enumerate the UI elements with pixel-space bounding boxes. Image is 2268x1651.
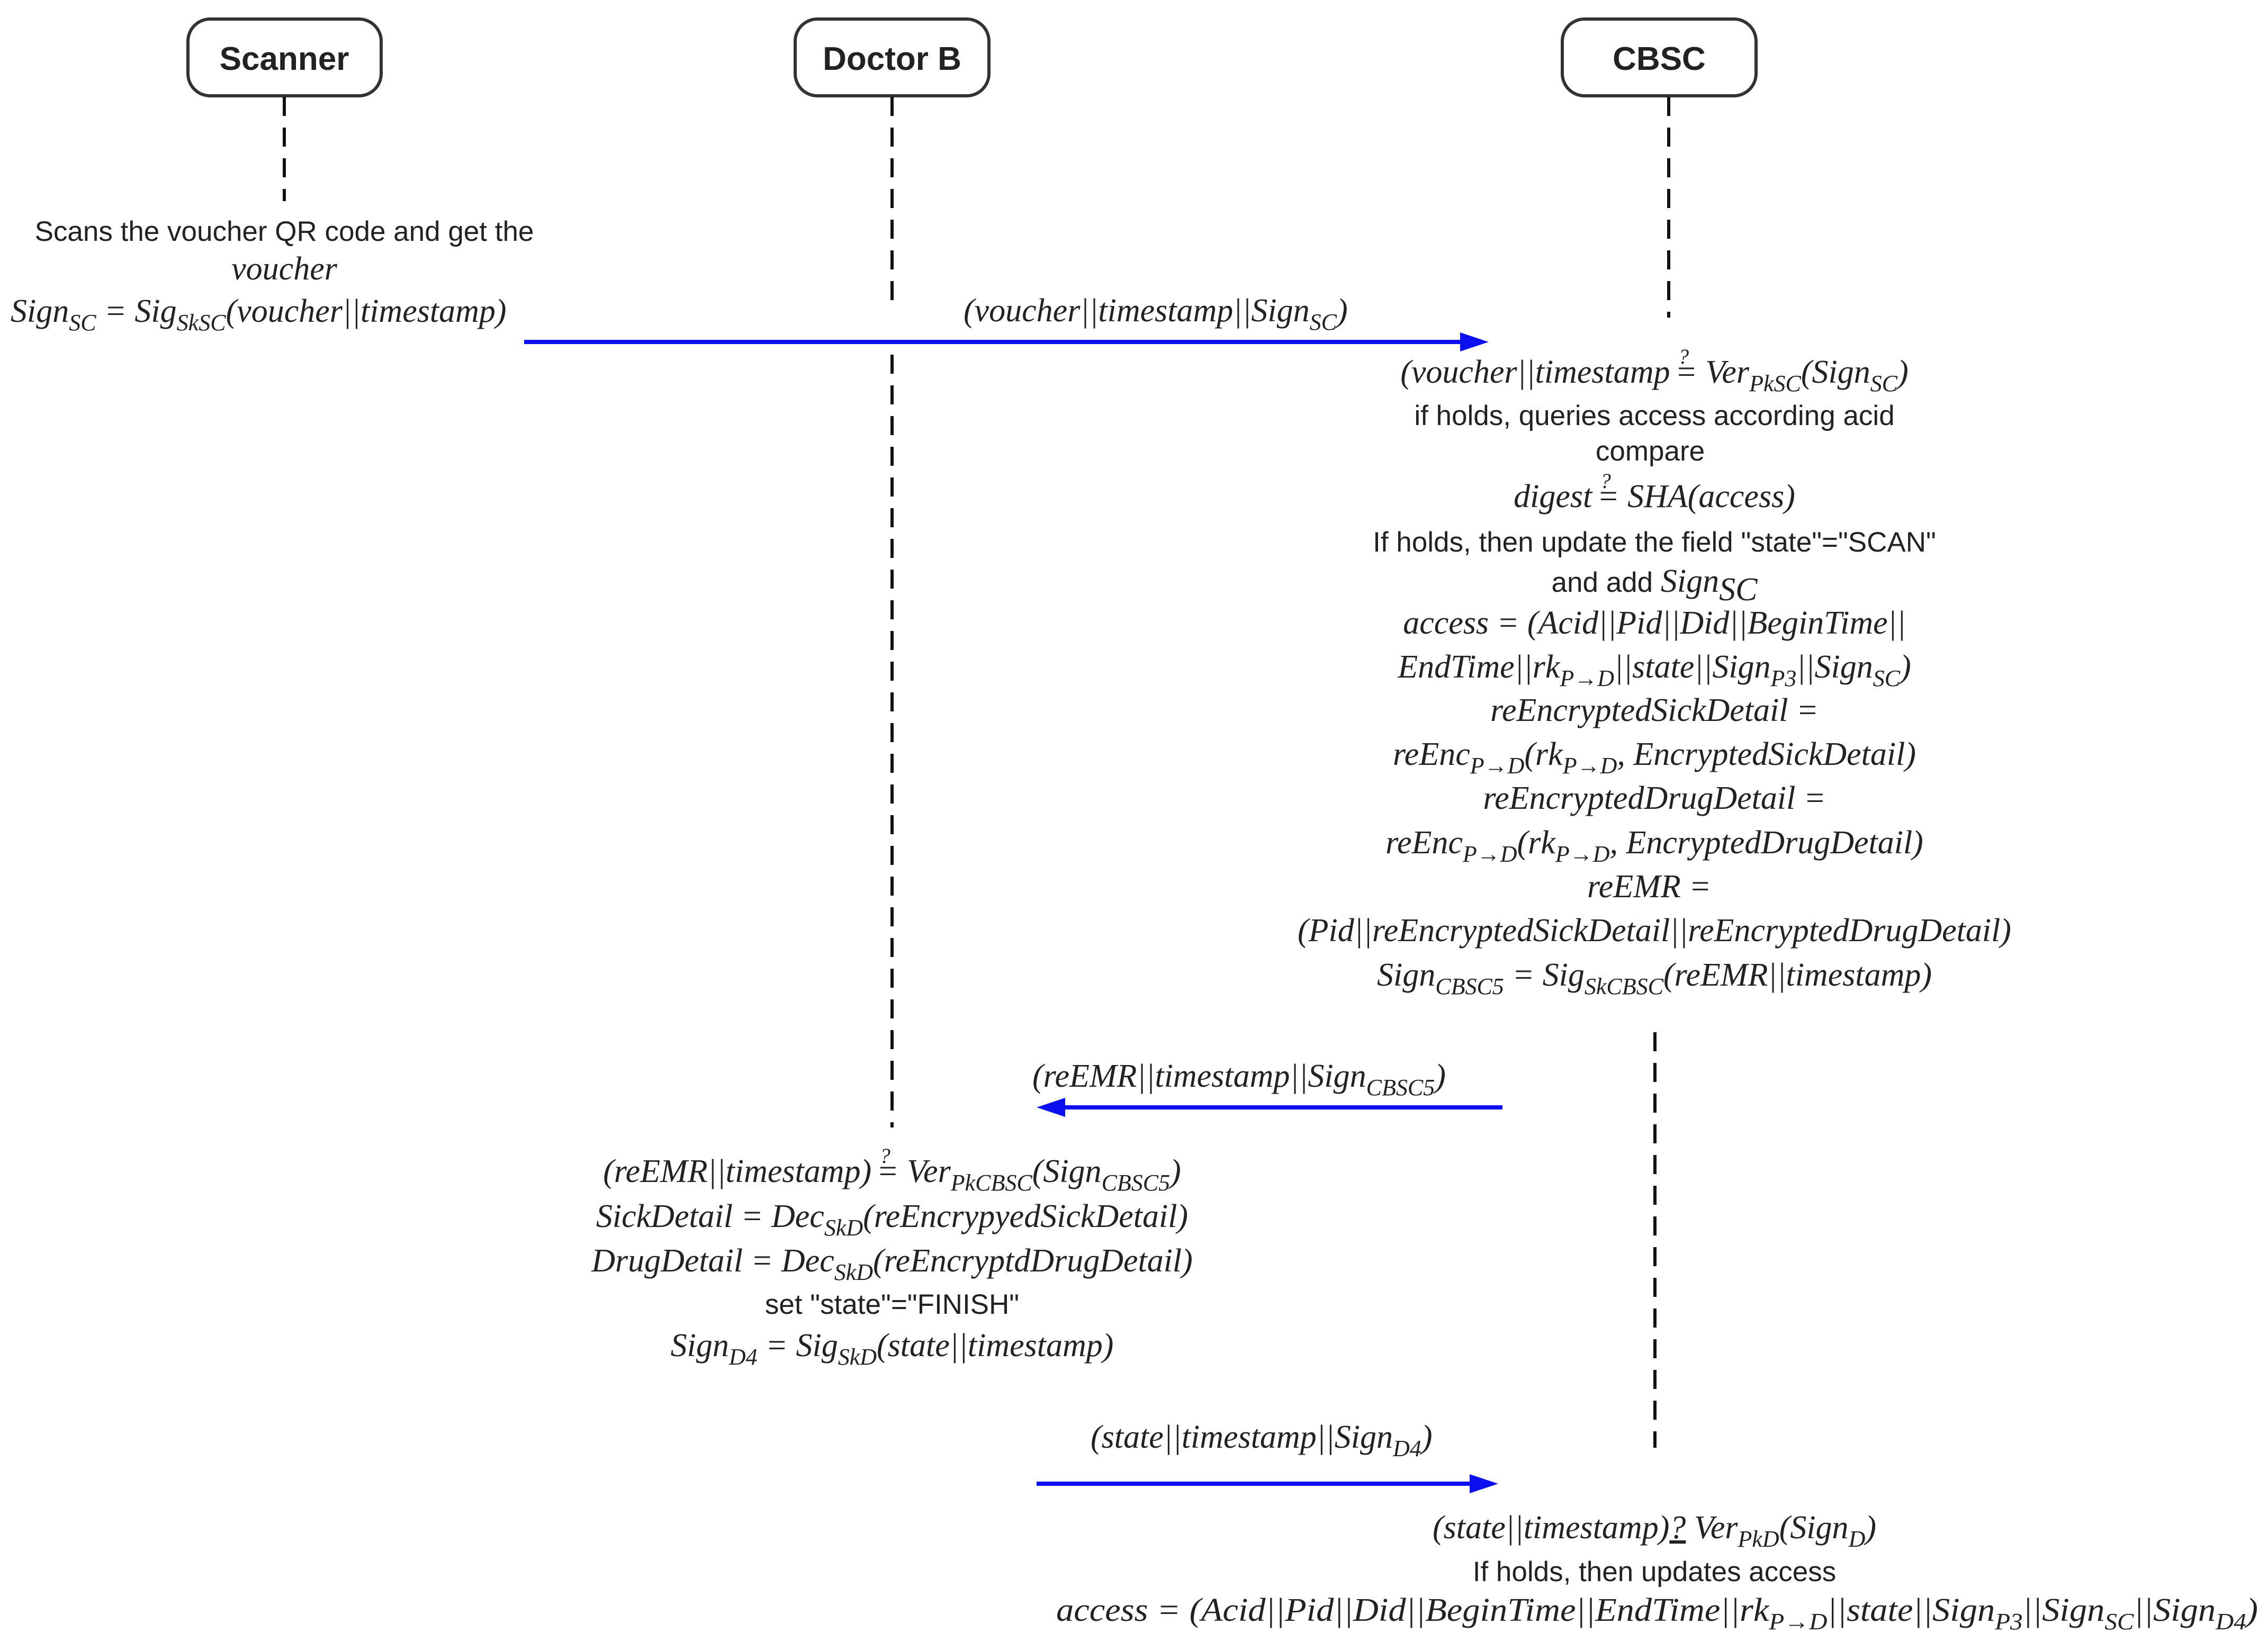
cbsc-final-step-line-1: (state||timestamp)? VerPkD(SignD) bbox=[1433, 1510, 1876, 1552]
cbsc-step-line-3: compare bbox=[1596, 436, 1705, 467]
cbsc-step-line-13: reEMR = bbox=[1587, 869, 1711, 905]
doctor-step-line-5: SignD4 = SigSkD(state||timestamp) bbox=[671, 1328, 1114, 1370]
cbsc-step-line-2: if holds, queries access according acid bbox=[1414, 400, 1894, 431]
cbsc-step-line-7: access = (Acid||Pid||Did||BeginTime|| bbox=[1403, 605, 1906, 641]
message-reemr-label: (reEMR||timestamp||SignCBSC5) bbox=[1032, 1058, 1446, 1100]
cbsc-step-line-10: reEncP→D(rkP→D, EncryptedSickDetail) bbox=[1393, 736, 1916, 779]
message-state-label: (state||timestamp||SignD4) bbox=[1091, 1419, 1432, 1461]
doctor-step: (reEMR||timestamp) ?= VerPkCBSC(SignCBSC… bbox=[591, 1144, 1193, 1370]
cbsc-step-line-15: SignCBSC5 = SigSkCBSC(reEMR||timestamp) bbox=[1377, 957, 1932, 999]
cbsc-final-step-line-2: If holds, then updates access bbox=[1473, 1556, 1837, 1587]
actor-doctor-b-label: Doctor B bbox=[823, 41, 961, 77]
cbsc-step-line-14: (Pid||reEncryptedSickDetail||reEncrypted… bbox=[1298, 913, 2011, 949]
doctor-step-line-2: SickDetail = DecSkD(reEncrypyedSickDetai… bbox=[596, 1198, 1188, 1241]
doctor-step-line-3: DrugDetail = DecSkD(reEncryptdDrugDetail… bbox=[591, 1243, 1193, 1285]
cbsc-step-line-1: (voucher||timestamp ?= VerPkSC(SignSC) bbox=[1400, 345, 1908, 396]
cbsc-step-line-5: If holds, then update the field "state"=… bbox=[1373, 527, 1936, 558]
actor-cbsc-box bbox=[1561, 17, 1758, 97]
cbsc-step-line-8: EndTime||rkP→D||state||SignP3||SignSC) bbox=[1397, 649, 1911, 691]
message-voucher-label: (voucher||timestamp||SignSC) bbox=[964, 293, 1348, 335]
message-state-arrowhead bbox=[1470, 1474, 1498, 1493]
cbsc-final-step-line-3: access = (Acid||Pid||Did||BeginTime||End… bbox=[1056, 1592, 2258, 1635]
cbsc-step-line-11: reEncryptedDrugDetail = bbox=[1483, 780, 1825, 816]
scanner-step-line-3: SignSC = SigSkSC(voucher||timestamp) bbox=[11, 293, 507, 336]
actor-scanner-box bbox=[186, 17, 383, 97]
actor-cbsc-label: CBSC bbox=[1613, 41, 1706, 77]
scanner-step: Scans the voucher QR code and get the vo… bbox=[11, 216, 534, 336]
message-voucher: (voucher||timestamp||SignSC) bbox=[524, 293, 1489, 351]
actor-scanner-label: Scanner bbox=[220, 41, 349, 77]
scanner-step-line-1: Scans the voucher QR code and get the bbox=[35, 216, 534, 247]
actor-scanner: Scanner bbox=[186, 17, 383, 97]
cbsc-final-step: (state||timestamp)? VerPkD(SignD) If hol… bbox=[1056, 1510, 2258, 1635]
cbsc-step-line-4: digest ?= SHA(access) bbox=[1514, 469, 1795, 515]
cbsc-step: (voucher||timestamp ?= VerPkSC(SignSC) i… bbox=[1298, 345, 2011, 999]
message-voucher-arrowhead bbox=[1460, 332, 1489, 351]
actor-cbsc: CBSC bbox=[1561, 17, 1758, 97]
scanner-step-line-2: voucher bbox=[231, 251, 338, 287]
actor-doctor-b-box bbox=[794, 17, 991, 97]
cbsc-step-line-12: reEncP→D(rkP→D, EncryptedDrugDetail) bbox=[1385, 825, 1923, 867]
cbsc-step-line-6: and add SignSC bbox=[1552, 563, 1758, 608]
message-reemr-arrowhead bbox=[1037, 1098, 1065, 1117]
message-state: (state||timestamp||SignD4) bbox=[1037, 1419, 1498, 1493]
actor-doctor-b: Doctor B bbox=[794, 17, 991, 97]
message-reemr: (reEMR||timestamp||SignCBSC5) bbox=[1032, 1058, 1502, 1117]
cbsc-step-line-9: reEncryptedSickDetail = bbox=[1490, 692, 1819, 728]
doctor-step-line-1: (reEMR||timestamp) ?= VerPkCBSC(SignCBSC… bbox=[603, 1144, 1181, 1196]
doctor-step-line-4: set "state"="FINISH" bbox=[765, 1289, 1019, 1320]
